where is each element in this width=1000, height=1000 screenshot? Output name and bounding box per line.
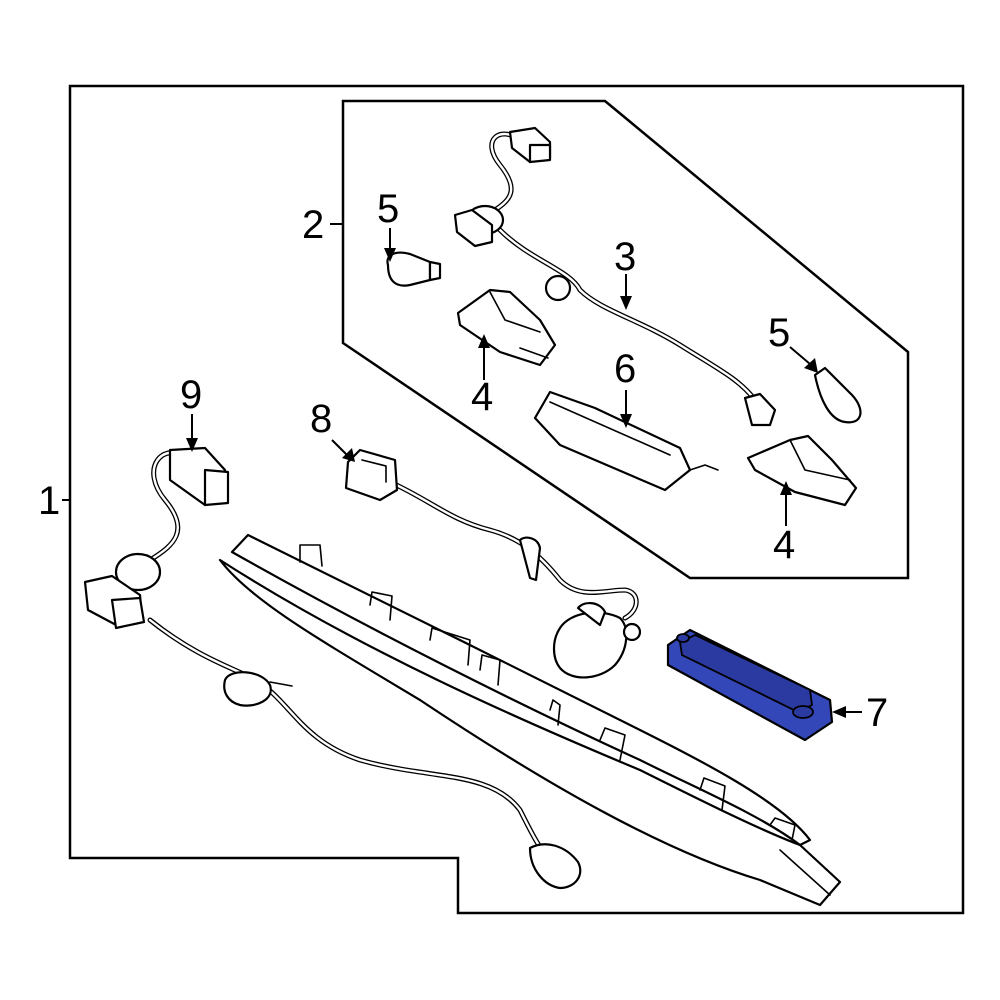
- callout-8: 8: [310, 397, 332, 441]
- callout-5-left: 5: [377, 187, 399, 231]
- handle-switch-part-6: [533, 390, 719, 492]
- camera-harness-part-8: [344, 448, 642, 679]
- callout-3: 3: [614, 235, 636, 279]
- license-lamp-part-4-upper: [456, 288, 557, 367]
- bulb-part-5-right: [813, 366, 862, 424]
- wiring-harness-part-9: [83, 446, 582, 890]
- lamp-part-7-highlighted: [666, 628, 834, 742]
- callout-5-right: 5: [768, 311, 790, 355]
- license-lamp-part-4-lower: [746, 434, 858, 507]
- callout-4-upper: 4: [471, 375, 493, 419]
- leaders: [62, 223, 862, 718]
- callout-2: 2: [302, 203, 324, 247]
- callout-7: 7: [866, 691, 888, 735]
- assembly-frame-outer: [68, 84, 965, 915]
- bulb-part-5-left: [386, 251, 442, 287]
- callout-9: 9: [180, 373, 202, 417]
- callout-4-lower: 4: [773, 523, 795, 567]
- light-bar-part-1: [218, 533, 842, 907]
- wiring-harness-part-3: [453, 126, 777, 427]
- callout-1: 1: [38, 479, 60, 523]
- assembly-frame-inner: [341, 99, 910, 580]
- callout-6: 6: [614, 347, 636, 391]
